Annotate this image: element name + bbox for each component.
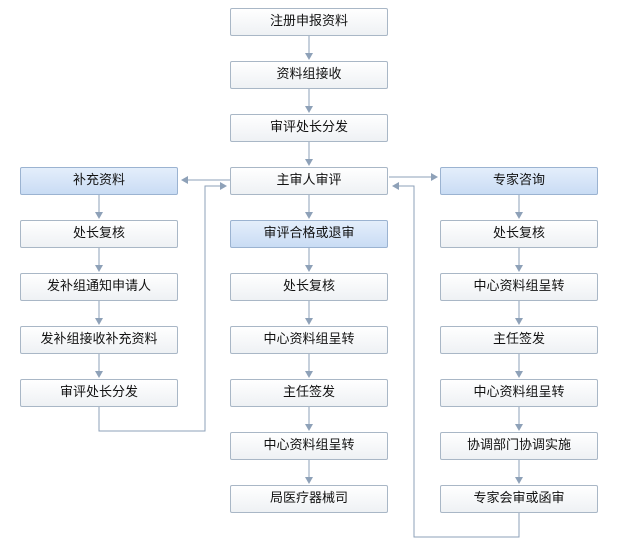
- node-device-department: 局医疗器械司: [230, 485, 388, 513]
- node-center-data-forward-1: 中心资料组呈转: [230, 326, 388, 354]
- node-left-chief-recheck: 处长复核: [20, 220, 178, 248]
- node-review-chief-distribute: 审评处长分发: [230, 114, 388, 142]
- node-receive-supplement: 发补组接收补充资料: [20, 326, 178, 354]
- node-chief-recheck: 处长复核: [230, 273, 388, 301]
- node-expert-consult: 专家咨询: [440, 167, 598, 195]
- node-center-data-forward-2: 中心资料组呈转: [230, 432, 388, 460]
- node-right-chief-recheck: 处长复核: [440, 220, 598, 248]
- node-right-data-forward-1: 中心资料组呈转: [440, 273, 598, 301]
- node-notify-applicant: 发补组通知申请人: [20, 273, 178, 301]
- loop-left-return: [98, 182, 227, 432]
- node-register-submission: 注册申报资料: [230, 8, 388, 36]
- loop-right-return: [392, 182, 520, 538]
- node-supplement-data: 补充资料: [20, 167, 178, 195]
- node-data-group-receive: 资料组接收: [230, 61, 388, 89]
- node-review-pass-or-reject: 审评合格或退审: [230, 220, 388, 248]
- node-left-chief-distribute: 审评处长分发: [20, 379, 178, 407]
- node-director-sign: 主任签发: [230, 379, 388, 407]
- node-expert-panel-review: 专家会审或函审: [440, 485, 598, 513]
- node-coordinate-dept: 协调部门协调实施: [440, 432, 598, 460]
- node-main-reviewer: 主审人审评: [230, 167, 388, 195]
- node-right-data-forward-2: 中心资料组呈转: [440, 379, 598, 407]
- node-right-director-sign: 主任签发: [440, 326, 598, 354]
